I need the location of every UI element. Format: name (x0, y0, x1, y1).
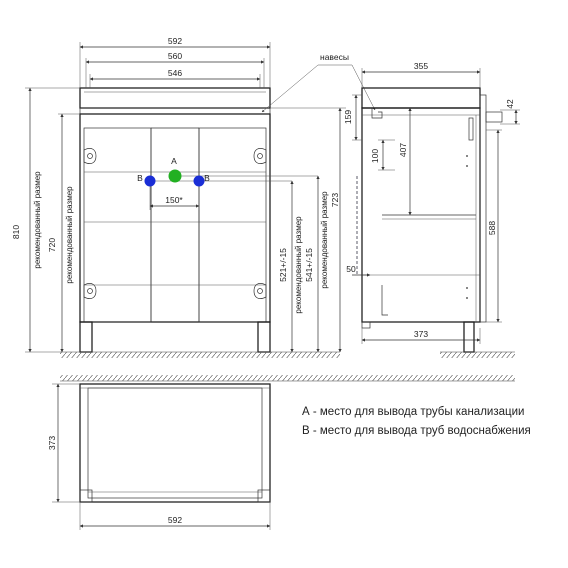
front-right-leg (257, 321, 271, 353)
legend: А - место для вывода трубы канализации В… (302, 406, 531, 437)
dim-592-front: 592 (168, 36, 182, 46)
recommended-size-521: рекомендованный размер (294, 216, 303, 314)
front-left-leg (79, 321, 93, 353)
dim-546: 546 (168, 68, 182, 78)
dim-810: 810 (11, 225, 21, 239)
label-hinges: навесы (320, 52, 349, 62)
dim-588: 588 (487, 221, 497, 235)
dim-50: 50 (346, 264, 356, 274)
front-height-dimensions: 810 рекомендованный размер 720 рекомендо… (11, 87, 80, 353)
label-b-right: B (204, 173, 210, 183)
dim-159: 159 (343, 110, 353, 124)
dim-560: 560 (168, 51, 182, 61)
water-point-b-right (193, 175, 205, 187)
hinges-callout: навесы (261, 52, 376, 113)
hinge-bottom-left (83, 283, 97, 299)
dim-407: 407 (398, 143, 408, 157)
dim-541: 541+/-15 (304, 248, 314, 282)
label-a: A (171, 156, 177, 166)
front-top-dimensions: 592 560 546 (79, 36, 271, 88)
dim-42: 42 (505, 99, 515, 109)
dim-373-top: 373 (47, 436, 57, 450)
dim-592-top: 592 (168, 515, 182, 525)
dim-373-side: 373 (414, 329, 428, 339)
side-dimensions: 355 159 100 407 50 588 373 (343, 61, 502, 344)
water-point-b-left (144, 175, 156, 187)
side-leg (463, 321, 475, 353)
legend-a: А - место для вывода трубы канализации (302, 406, 524, 418)
hinge-top-left (83, 148, 97, 164)
front-left-door (83, 127, 152, 323)
dim-521: 521+/-15 (278, 248, 288, 282)
dim-720: 720 (47, 238, 57, 252)
pipe-height-dimensions: 521+/-15 рекомендованный размер 541+/-15… (270, 107, 346, 353)
front-cabinet-body (79, 113, 271, 323)
side-view: 42 (356, 87, 520, 358)
hinge-bottom-right (253, 283, 267, 299)
top-dimensions: 373 592 (47, 383, 271, 530)
recommended-size-810: рекомендованный размер (33, 171, 42, 269)
legend-b: В - место для вывода труб водоснабжения (302, 425, 531, 437)
dim-723: 723 (330, 193, 340, 207)
drain-point-a (168, 169, 182, 183)
hinge-top-right (253, 148, 267, 164)
front-top-panel (79, 87, 271, 109)
dim-150: 150* (165, 195, 183, 205)
pipe-points: 150* A B B (137, 156, 318, 210)
front-right-door (198, 127, 267, 323)
top-view (60, 375, 515, 503)
dim-355: 355 (414, 61, 428, 71)
dim-100: 100 (370, 149, 380, 163)
side-top-panel (361, 87, 481, 109)
top-outline (79, 383, 271, 503)
recommended-size-720: рекомендованный размер (65, 186, 74, 284)
recommended-size-541: рекомендованный размер (320, 191, 329, 289)
label-b-left: B (137, 173, 143, 183)
